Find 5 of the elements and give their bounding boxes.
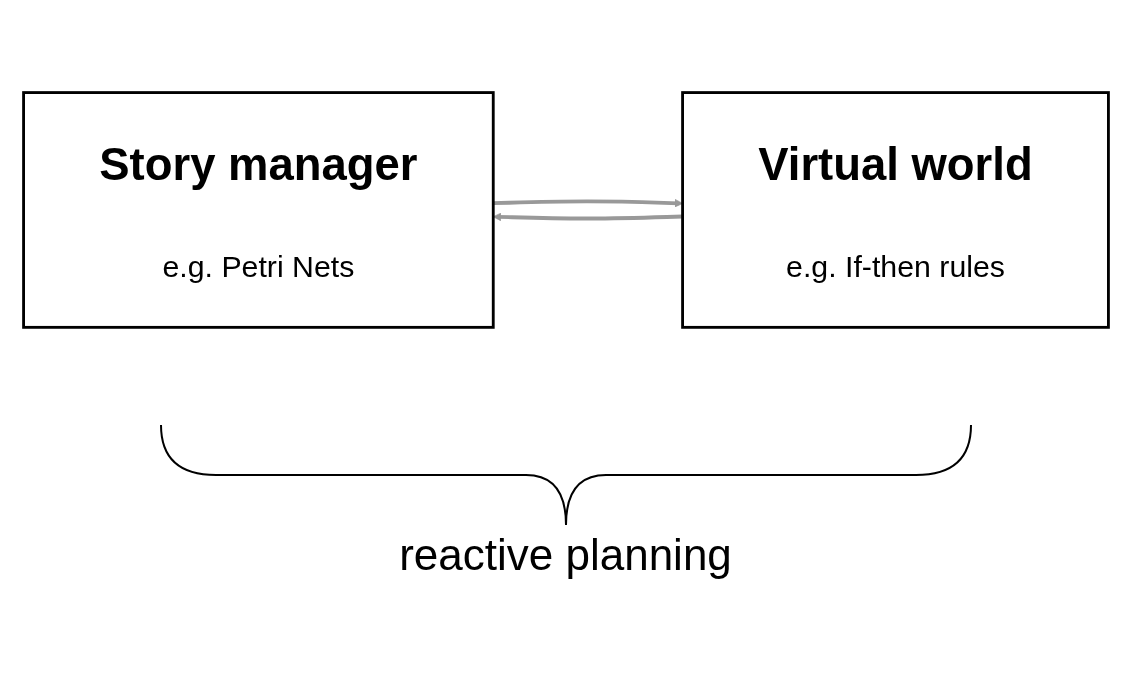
arrow	[492, 199, 683, 208]
node-box: Story manager e.g. Petri Nets	[21, 91, 495, 329]
caption-text: reactive planning	[399, 530, 732, 580]
arrow	[492, 212, 683, 222]
node-box: Virtual world e.g. If-then rules	[680, 91, 1110, 329]
